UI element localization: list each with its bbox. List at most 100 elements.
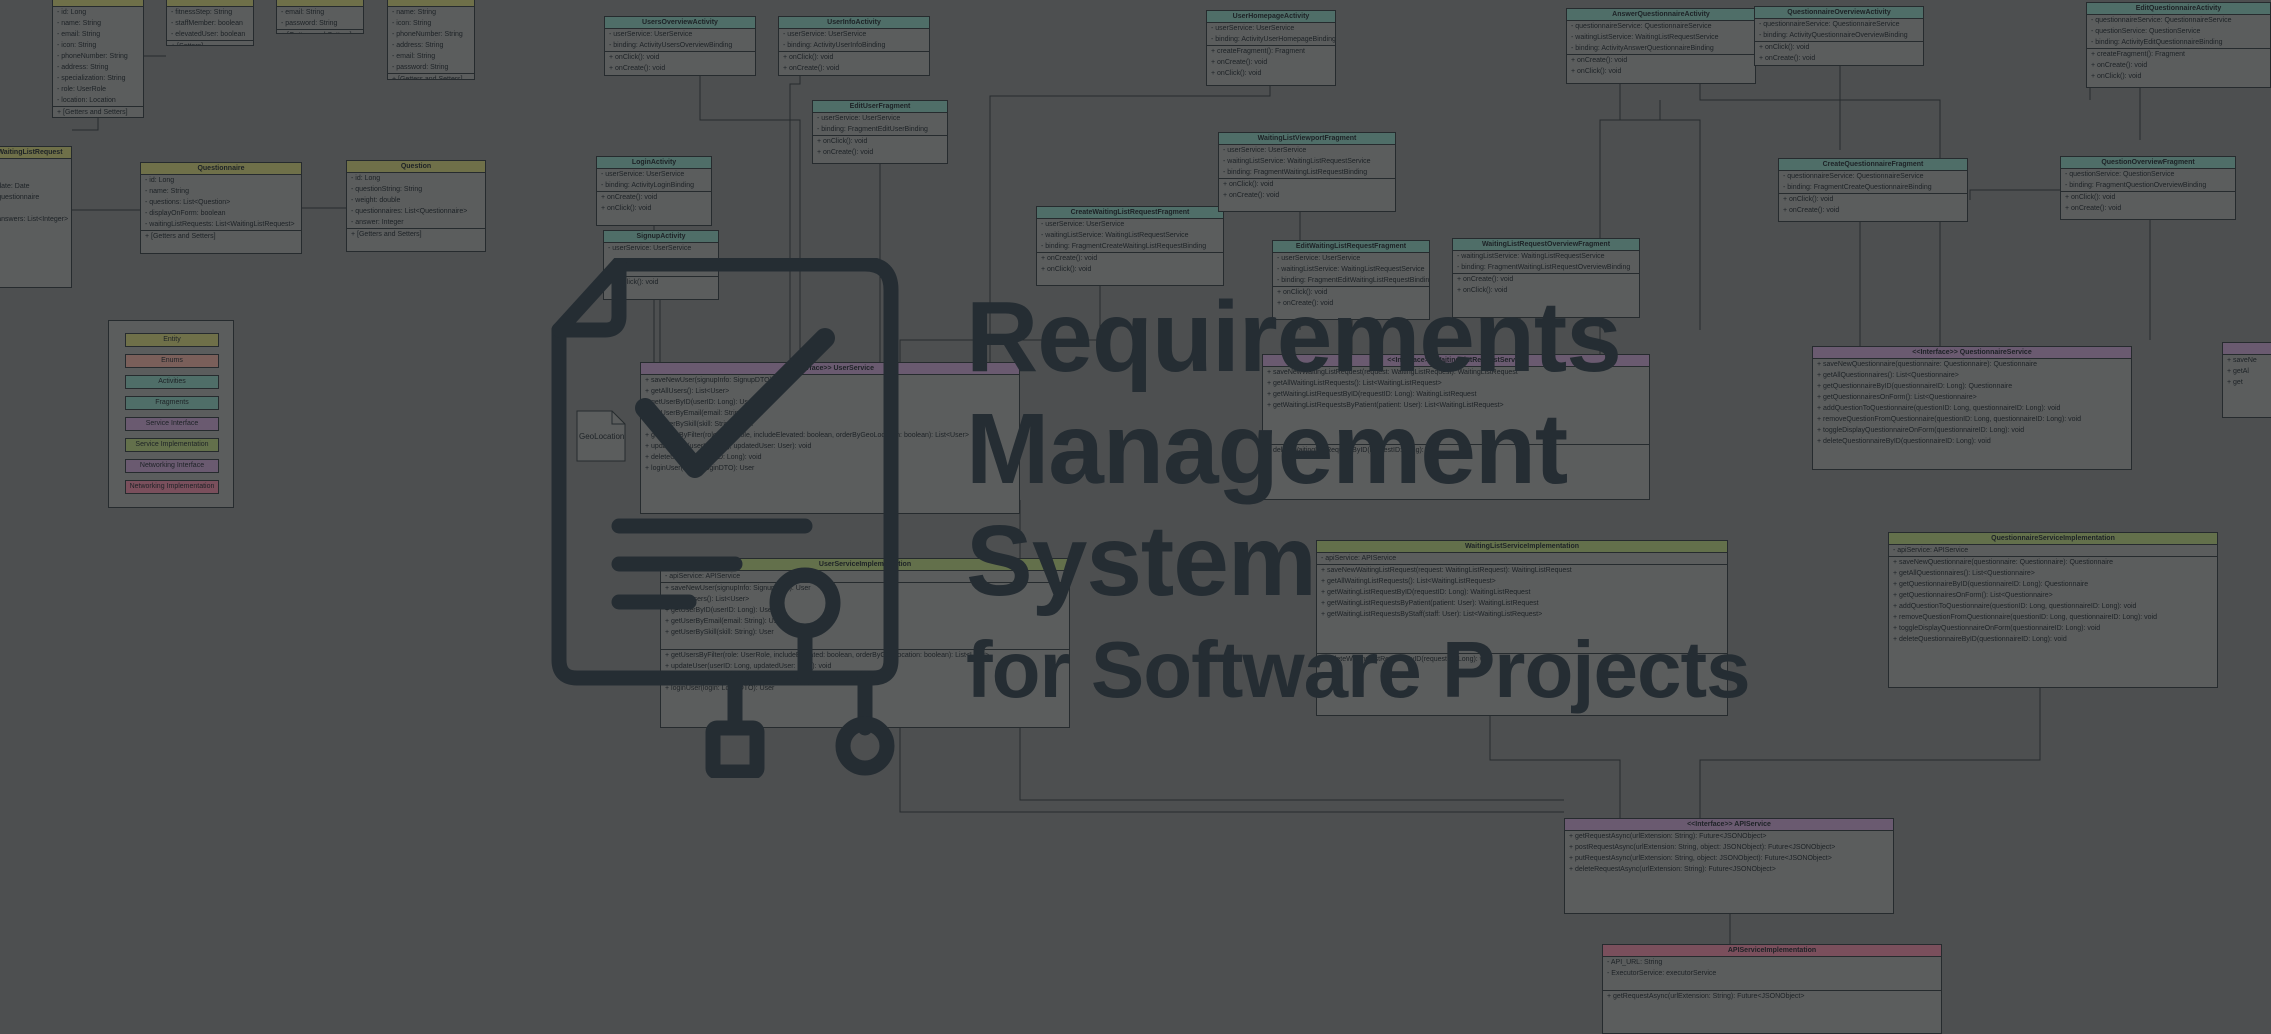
uml-class-waiting-request: WaitingListRequest- date: Date- question… <box>0 146 72 288</box>
uml-class-user-homepage: UserHomepageActivity- userService: UserS… <box>1206 10 1336 86</box>
uml-class-member: - waitingListService: WaitingListRequest… <box>1041 232 1189 239</box>
uml-class-member: - phoneNumber: String <box>57 53 128 60</box>
uml-class-member: + onCreate(): void <box>783 65 840 72</box>
uml-class-member: + onCreate(): void <box>609 65 666 72</box>
uml-class-member: - binding: FragmentCreateQuestionnaireBi… <box>1783 184 1932 191</box>
uml-class-member: - fitnessStep: String <box>171 9 233 16</box>
uml-class-edit-questionnaire: EditQuestionnaireActivity- questionnaire… <box>2086 2 2271 88</box>
uml-class-member: + addQuestionToQuestionnaire(questionID:… <box>1817 405 2061 412</box>
uml-class-small-enum-a: - fitnessStep: String - staffMember: bool… <box>166 0 254 46</box>
uml-class-member: + onCreate(): void <box>1567 54 1755 66</box>
uml-class-member: - waitingListRequests: List<WaitingListR… <box>145 221 295 228</box>
uml-class-member: - binding: ActivityLoginBinding <box>601 182 695 189</box>
uml-class-member: + createFragment(): Fragment <box>1207 45 1335 57</box>
uml-class-create-questionnaire: CreateQuestionnaireFragment- questionnai… <box>1778 158 1968 222</box>
uml-class-member: + onClick(): void <box>1041 266 1092 273</box>
uml-class-edit-waiting: EditWaitingListRequestFragment- userServ… <box>1272 240 1430 320</box>
uml-class-member: + onCreate(): void <box>1783 207 1840 214</box>
uml-class-header <box>167 0 253 7</box>
uml-class-member: - binding: FragmentEditUserBinding <box>817 126 928 133</box>
uml-class-member: + [Getters and Setters] <box>53 106 143 117</box>
diagram-connectors <box>72 39 2151 944</box>
uml-class-member: - password: String <box>392 64 449 71</box>
uml-class-member: + onCreate(): void <box>597 191 711 203</box>
uml-class-header: QuestionnaireOverviewActivity <box>1755 7 1923 19</box>
uml-class-member: + getAl <box>2227 368 2249 375</box>
uml-class-member: - id: Long <box>57 9 87 16</box>
uml-class-member: + deleteWaitingListRequestByID(requestID… <box>1317 653 1727 665</box>
uml-class-header: QuestionOverviewFragment <box>2061 157 2235 169</box>
uml-class-member: - answer: Integer <box>351 219 404 226</box>
uml-class-member: - address: String <box>392 42 444 49</box>
diagram-connector <box>899 728 1564 813</box>
uml-class-member: + getAllUsers(): List<User> <box>665 596 750 603</box>
uml-class-member: + removeQuestionFromQuestionnaire(questi… <box>1817 416 2082 423</box>
uml-class-member: + getUserByID(userID: Long): User <box>665 607 775 614</box>
uml-class-member: + onCreate(): void <box>1211 59 1268 66</box>
uml-class-member: + putRequestAsync(urlExtension: String, … <box>1569 855 1832 862</box>
uml-class-member: + saveNewWaitingListRequest(request: Wai… <box>1317 564 1727 576</box>
uml-class-question: Question- id: Long- questionString: Stri… <box>346 160 486 252</box>
uml-class-member <box>1603 979 1941 990</box>
uml-class-member: + [Getters and Setters] <box>388 73 474 79</box>
uml-class-member: + [Getters and Setters] <box>141 230 301 242</box>
uml-class-member: - userService: UserService <box>609 31 693 38</box>
uml-class-member: - binding: ActivityEditQuestionnaireBind… <box>2091 39 2223 46</box>
uml-class-member: + getWaitingListRequestsByPatient(patien… <box>1267 402 1504 409</box>
uml-class-member: + getWaitingListRequestsByStaff(staff: U… <box>1321 611 1543 618</box>
uml-class-header: WaitingListRequestOverviewFragment <box>1453 239 1639 251</box>
uml-class-member: - questions: List<Question> <box>145 199 231 206</box>
uml-class-member: - waitingListService: WaitingListRequest… <box>1277 266 1425 273</box>
title-line-system: System <box>966 505 1317 617</box>
uml-class-member: + postRequestAsync(urlExtension: String,… <box>1569 844 1836 851</box>
diagram-connector <box>1599 100 1661 354</box>
uml-class-member: + saveNewUser(signupInfo: SignupDTO): Us… <box>645 377 791 384</box>
uml-class-member: + getQuestionnairesOnForm(): List<Questi… <box>1893 592 2053 599</box>
uml-class-member: - displayOnForm: boolean <box>145 210 226 217</box>
uml-class-member: + get <box>2227 379 2243 386</box>
uml-class-member: - apiService: APIService <box>1893 547 1969 554</box>
uml-class-header: <<Interface>> WaitingListRequestService <box>1263 355 1649 367</box>
uml-class-member: - staffMember: boolean <box>171 20 243 27</box>
uml-class-member: + updateUser(userID: Long, updatedUser: … <box>665 663 832 670</box>
diagram-connector <box>1699 84 1941 346</box>
uml-class-member: - userService: UserService <box>817 115 901 122</box>
uml-class-member: - waitingListService: WaitingListRequest… <box>1571 34 1719 41</box>
uml-class-member: - userService: UserService <box>1211 25 1295 32</box>
uml-class-member: - specialization: String <box>57 75 126 82</box>
note-icon <box>576 410 626 462</box>
uml-class-member: + onClick(): void <box>604 276 718 288</box>
uml-class-member: + createFragment(): Fragment <box>2087 48 2270 60</box>
uml-class-member: + onCreate(): void <box>1277 300 1334 307</box>
uml-class-member: - binding: ActivityAnswerQuestionnaireBi… <box>1571 45 1714 52</box>
uml-class-questionnaire-overview-activity: QuestionnaireOverviewActivity- questionn… <box>1754 6 1924 66</box>
uml-class-header: EditWaitingListRequestFragment <box>1273 241 1429 253</box>
uml-class-questionnaire-service-impl: QuestionnaireServiceImplementation- apiS… <box>1888 532 2218 688</box>
uml-class-member: + onClick(): void <box>1571 68 1622 75</box>
uml-class-waiting-service: <<Interface>> WaitingListRequestService +… <box>1262 354 1650 500</box>
uml-class-member: + getAllWaitingListRequests(): List<Wait… <box>1321 578 1496 585</box>
uml-class-member: + getUserByEmail(email: String): User <box>665 618 784 625</box>
diagram-connector <box>1699 688 2041 818</box>
uml-class-member: - binding: FragmentWaitingListRequestOve… <box>1457 264 1631 271</box>
uml-class-member: - binding: FragmentWaitingListRequestBin… <box>1223 169 1368 176</box>
uml-class-member: + onCreate(): void <box>2065 205 2122 212</box>
uml-class-header: Questionnaire <box>141 163 301 175</box>
uml-class-header <box>2223 343 2271 355</box>
uml-class-header: SignupActivity <box>604 231 718 243</box>
uml-class-member: + getRequestAsync(urlExtension: String):… <box>1569 833 1767 840</box>
uml-class-member: + getUserBySkill(skill: String): User <box>645 421 754 428</box>
title-line-requirements: Requirements <box>966 281 1622 393</box>
uml-class-member: + toggleDisplayQuestionnaireOnForm(quest… <box>1893 625 2101 632</box>
uml-class-member: + onClick(): void <box>1273 286 1429 298</box>
uml-class-questionnaire: Questionnaire- id: Long- name: String- q… <box>140 162 302 254</box>
uml-class-header: AnswerQuestionnaireActivity <box>1567 9 1755 21</box>
uml-class-member: + getQuestionnaireByID(questionnaireID: … <box>1893 581 2089 588</box>
uml-class-member: - id: Long <box>351 175 381 182</box>
uml-class-member: + saveNewWaitingListRequest(request: Wai… <box>1267 369 1518 376</box>
uml-class-member: - apiService: APIService <box>665 573 741 580</box>
legend-item: Entity <box>125 333 219 347</box>
uml-class-header: <<Interface>> APIService <box>1565 819 1893 831</box>
uml-class-member <box>0 170 71 181</box>
